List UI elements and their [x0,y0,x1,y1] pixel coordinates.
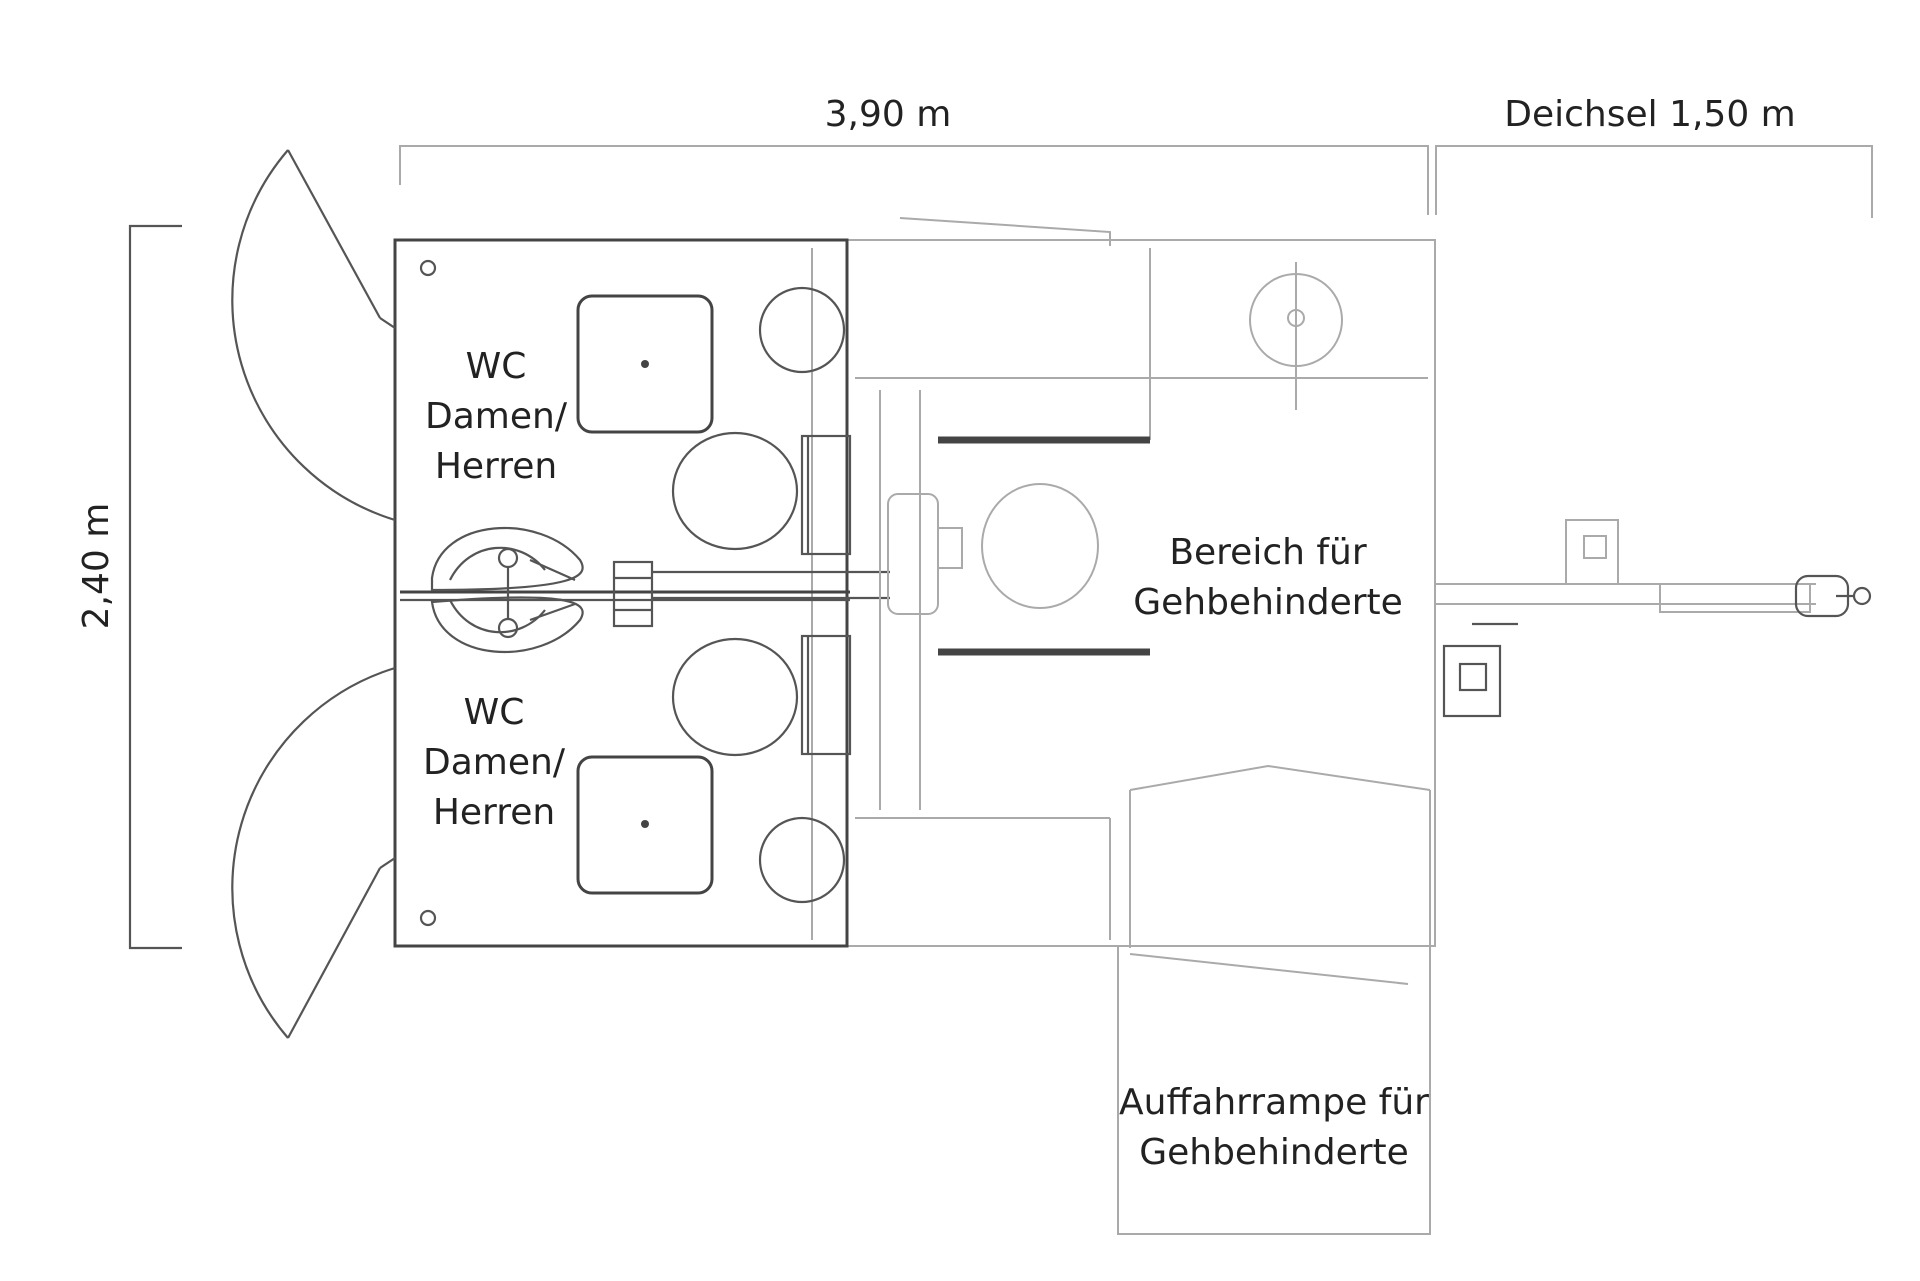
width-label: 2,40 m [76,503,117,630]
toilet-bottom [671,637,799,757]
accessible-toilet [981,483,1099,609]
door-bottom [231,666,396,1039]
ramp-door [1129,764,1431,985]
wc-top-line3: Herren [435,446,557,487]
dimension-drawbar [1435,145,1873,218]
sink-top [576,294,714,434]
ramp-line2: Gehbehinderte [1139,1132,1409,1173]
wc-top-line2: Damen/ [425,396,568,437]
urinal-fixture [430,526,890,654]
wc-top-line1: WC [466,346,527,387]
sink-bottom [576,755,714,895]
toilet-roll-bottom [758,816,846,904]
accessible-line2: Gehbehinderte [1133,582,1403,623]
dimension-length [399,145,1429,215]
accessible-sink [887,493,939,615]
drawbar-label: Deichsel 1,50 m [1504,94,1796,135]
jack-stand-icon [1442,622,1518,718]
screw-top [419,259,437,277]
toilet-top [671,431,799,551]
wc-bottom-line2: Damen/ [423,742,566,783]
drawbar [1436,519,1872,618]
hand-dryer-icon [1249,262,1343,410]
accessible-line1: Bereich für [1169,532,1367,573]
door-top [231,149,396,522]
screw-bottom [419,909,437,927]
toilet-roll-top [758,286,846,374]
ramp [1117,945,1431,1235]
wc-bottom-line3: Herren [433,792,555,833]
dimension-width [128,224,182,950]
wc-bottom-line1: WC [464,692,525,733]
length-label: 3,90 m [825,94,952,135]
ramp-line1: Auffahrrampe für [1119,1082,1429,1123]
